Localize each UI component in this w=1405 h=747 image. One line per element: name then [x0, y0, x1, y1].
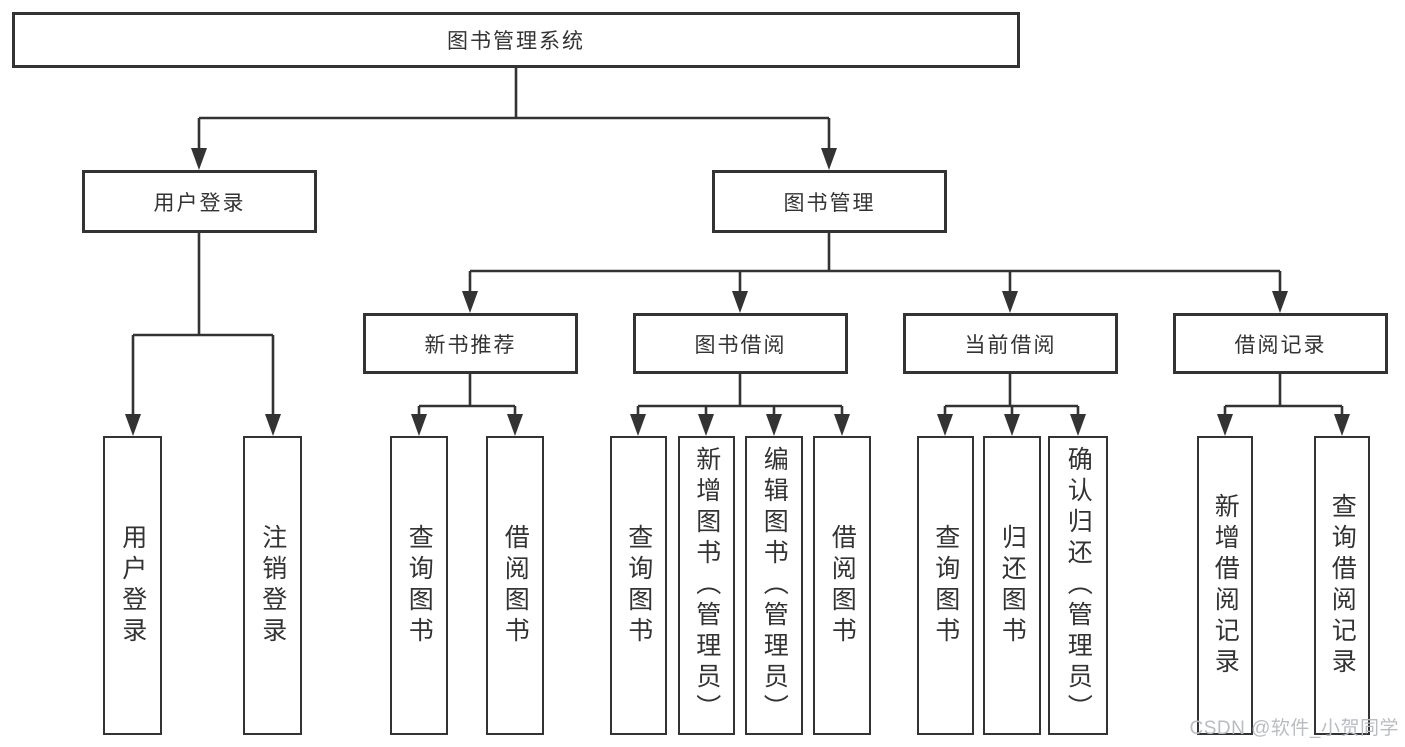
node-user-login: 用户登录 [82, 170, 317, 233]
leaf-label: 编辑图书（管理员） [760, 446, 789, 725]
node-borrow-records-label: 借阅记录 [1234, 333, 1327, 357]
leaf-logout-login: 注销登录 [243, 436, 302, 735]
node-user-login-label: 用户登录 [153, 191, 246, 215]
leaf-records-query-record: 查询借阅记录 [1314, 436, 1370, 735]
leaf-label: 查询图书 [405, 523, 434, 648]
leaf-label: 归还图书 [998, 523, 1027, 648]
leaf-borrow-add-books-admin: 新增图书（管理员） [678, 436, 735, 735]
csdn-watermark: CSDN @软件_小贺同学 [1189, 718, 1399, 739]
node-root: 图书管理系统 [12, 12, 1020, 68]
leaf-borrow-query-books: 查询图书 [610, 436, 667, 735]
leaf-recommend-query-books: 查询图书 [390, 436, 448, 735]
leaf-records-add-record: 新增借阅记录 [1197, 436, 1253, 735]
leaf-label: 查询图书 [931, 523, 960, 648]
leaf-current-confirm-return-admin: 确认归还（管理员） [1048, 436, 1108, 735]
leaf-label: 借阅图书 [501, 523, 530, 648]
leaf-label: 查询借阅记录 [1328, 492, 1357, 679]
arrowheads [125, 148, 1350, 436]
node-current-borrow: 当前借阅 [903, 313, 1118, 374]
node-new-book-recommend: 新书推荐 [363, 313, 578, 374]
leaf-current-return-books: 归还图书 [983, 436, 1041, 735]
node-book-borrow-label: 图书借阅 [694, 333, 787, 357]
node-book-borrow: 图书借阅 [633, 313, 848, 374]
leaf-label: 查询图书 [624, 523, 653, 648]
leaf-label: 注销登录 [258, 523, 287, 648]
leaf-label: 新增图书（管理员） [692, 446, 721, 725]
leaf-current-query-books: 查询图书 [917, 436, 974, 735]
leaf-label: 确认归还（管理员） [1064, 446, 1093, 725]
node-book-management-label: 图书管理 [783, 191, 876, 215]
leaf-label: 新增借阅记录 [1211, 492, 1240, 679]
node-current-borrow-label: 当前借阅 [964, 333, 1057, 357]
leaf-user-login: 用户登录 [103, 436, 162, 735]
node-new-book-recommend-label: 新书推荐 [424, 333, 517, 357]
leaf-borrow-borrow-books: 借阅图书 [813, 436, 871, 735]
leaf-label: 用户登录 [118, 523, 147, 648]
leaf-borrow-edit-books-admin: 编辑图书（管理员） [745, 436, 803, 735]
node-borrow-records: 借阅记录 [1173, 313, 1388, 374]
leaf-recommend-borrow-books: 借阅图书 [486, 436, 544, 735]
node-book-management: 图书管理 [712, 170, 947, 233]
node-root-label: 图书管理系统 [447, 30, 585, 53]
leaf-label: 借阅图书 [828, 523, 857, 648]
